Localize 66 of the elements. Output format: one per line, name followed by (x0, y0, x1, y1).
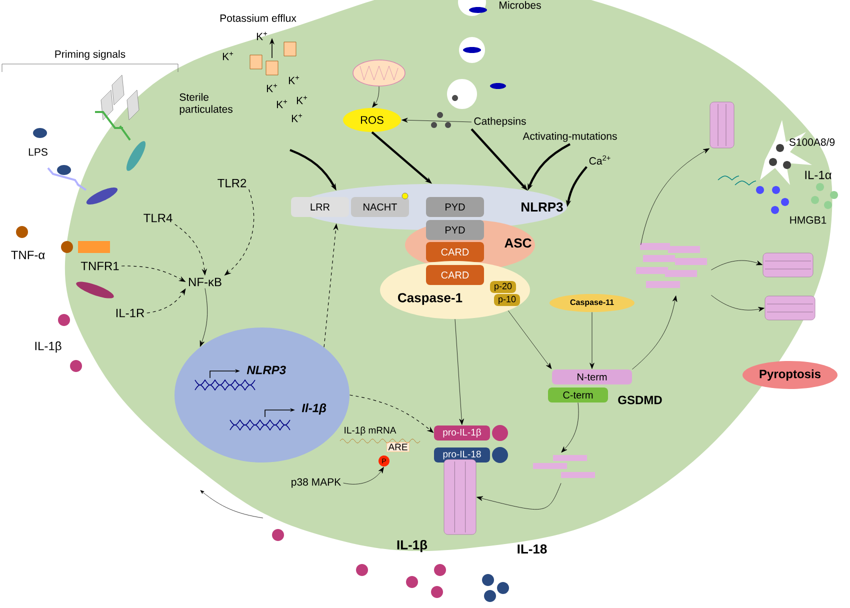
protein-label: NF-κB (189, 278, 222, 286)
annotation-label: S100A8/9 (789, 138, 835, 146)
ion-label: K$^{+}$ (296, 96, 308, 104)
annotation-label: TNF-α (11, 250, 45, 260)
ion-label: K$^{+}$ (292, 114, 302, 122)
arrow (372, 86, 380, 108)
annotation-label: Potassium efflux (220, 14, 296, 22)
arrow (454, 319, 464, 425)
subunit-box: p-10 (494, 294, 520, 306)
arrow (200, 288, 208, 347)
annotation-label: IL-1α (805, 170, 832, 180)
cytokine-label: IL-18 (518, 544, 547, 554)
node-label: p-10 (498, 296, 516, 304)
protein-label: IL-1R (116, 308, 144, 318)
ion-label: K$^{+}$ (266, 84, 278, 92)
arrow (711, 260, 762, 270)
mrna-element-box: ARE (386, 442, 410, 452)
arrow (640, 148, 710, 245)
gene-label: NLRP3 (246, 366, 286, 374)
domain-box: PYD (426, 220, 484, 240)
annotation-label: LPS (28, 148, 48, 156)
protein-label: TLR2 (218, 178, 246, 188)
gsdmd-fragments-drawing (636, 243, 707, 288)
section-heading: Priming signals (55, 50, 126, 60)
protein-label: TLR4 (144, 214, 172, 222)
arrow (343, 466, 384, 484)
annotation-label: IL-1β (35, 341, 62, 353)
arrow (590, 312, 594, 369)
subunit-box: p-20 (490, 281, 516, 293)
arrow (476, 483, 562, 510)
annotation-label: Microbes (500, 1, 541, 9)
ion-label: K$^{+}$ (222, 52, 234, 60)
precursor-box: pro-IL-1β (434, 425, 508, 441)
cytokine-label: IL-1β (397, 540, 428, 552)
ion-label: Ca$^{2+}$ (589, 155, 610, 165)
domain-box: CARD (426, 242, 484, 262)
domain-box: LRR (291, 197, 349, 217)
arrow (561, 402, 579, 453)
arrow (508, 310, 552, 370)
annotation-label: Sterile particulates (180, 93, 232, 115)
gene-label: Il-1β (302, 403, 326, 415)
gsdmd-domain-box: C-term (548, 388, 608, 402)
node-label: p-20 (494, 282, 512, 292)
domain-box: NACHT (351, 197, 409, 217)
ion-label: K$^{+}$ (288, 76, 300, 84)
protein-label: Cathepsins (474, 117, 526, 127)
gsdmd-fragments-drawing (533, 455, 595, 478)
domain-box: CARD (426, 265, 484, 285)
annotation-label: HMGB1 (790, 216, 826, 224)
pore-drawing (444, 459, 476, 535)
protein-name: GSDMD (618, 396, 662, 404)
ion-label: K$^{+}$ (256, 32, 268, 40)
pore-drawing (762, 252, 814, 278)
pore-drawing (710, 102, 734, 148)
arrow (711, 295, 764, 312)
mutation-label: Activating-mutations (522, 132, 617, 142)
protein-label: TNFR1 (80, 262, 119, 270)
arrow (632, 296, 678, 370)
ion-label: K$^{+}$ (276, 100, 288, 108)
domain-box: PYD (426, 197, 484, 217)
annotation-label: IL-1β mRNA (344, 426, 396, 436)
pore-drawing (764, 296, 816, 320)
gsdmd-domain-box: N-term (552, 370, 632, 384)
arrow (402, 118, 472, 123)
mitochondrion-drawing (352, 60, 406, 86)
kinase-label: p38 MAPK (292, 478, 341, 488)
